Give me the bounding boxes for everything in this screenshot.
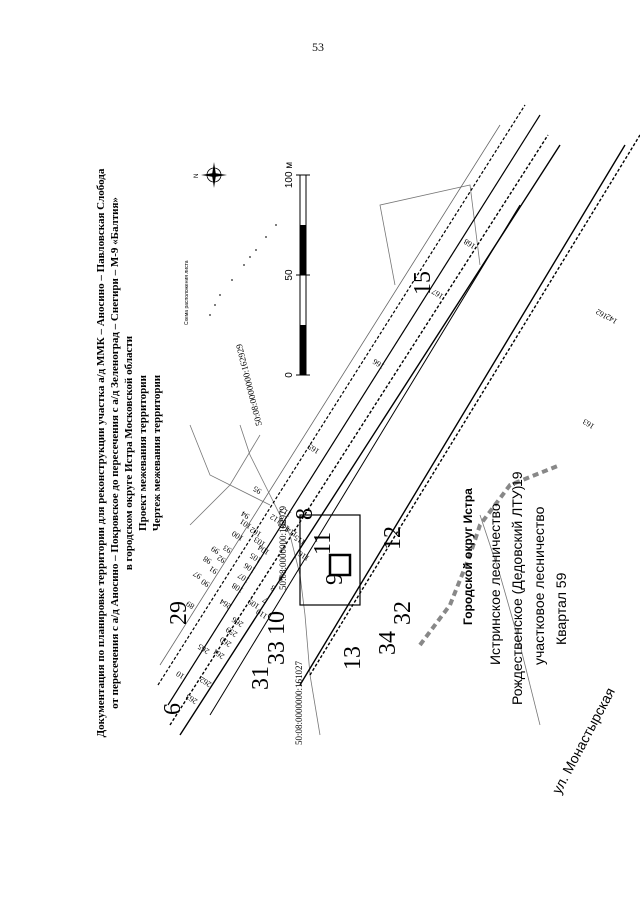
cadastral-q2: 50:08:0000000:161027 [294,660,304,745]
scale-label-100: 100 м [284,162,295,188]
point-label: 261 [211,647,226,661]
point-label: 100 [230,529,245,543]
scale-label-50: 50 [284,269,295,281]
point-label: 265 [196,642,211,656]
point-label: 8 [269,583,277,593]
big-label-11: 11 [310,532,336,555]
big-label-9: 9 [322,573,348,585]
forest-label-2: Рождественское (Дедовский ЛТУ) [509,486,525,705]
point-label: 97 [192,569,204,581]
point-label: 92 [216,553,228,565]
point-label: 9 [277,573,285,583]
big-label-29: 29 [166,601,192,625]
scale-label-0: 0 [284,372,295,378]
page-number: 53 [312,40,324,54]
compass-north: N [194,174,200,178]
point-label: 89 [185,599,197,611]
point-label: 264 [218,597,233,611]
street-label: ул. Монастырская [549,685,618,797]
cadastral-q3: 50:08:0000000:162929 [234,343,264,427]
point-label: 163 [581,417,596,431]
big-label-12: 12 [380,526,406,550]
point-label: 263 [184,692,199,706]
district-label: Городской округ Истра [461,488,475,625]
big-label-6: 6 [160,703,186,715]
scale-bar: 0 50 100 м [284,162,310,378]
big-label-15: 15 [410,271,436,295]
locator-caption: Схема расположения листа [184,260,190,325]
title-line-2: от пересечения с а/д Аносино – Покровско… [109,197,121,709]
compass-rose: N [194,162,227,188]
subtitle-1: Проект межевания территории [137,374,149,531]
subtitle-2: Чертеж межевания территории [151,374,163,531]
big-label-10: 10 [264,611,290,635]
point-label: 90 [200,577,212,589]
point-label: 166 [371,357,386,371]
point-label: 93 [222,543,234,555]
point-label: 99 [210,544,222,556]
big-label-33: 33 [264,641,290,665]
forest-label-2-num: 19 [509,471,525,487]
point-label: 95 [252,484,264,496]
street-path [418,463,561,647]
title-line-1: Документация по планировке территории дл… [95,168,107,737]
map-area [157,104,640,736]
forest-label-1: Истринское лесничество [487,503,503,665]
big-label-8: 8 [292,508,318,520]
point-label: 98 [202,554,214,566]
big-label-32: 32 [390,601,416,625]
title-line-3: в городском округе Истра Московской обла… [123,335,135,570]
point-label: 10 [175,669,187,681]
locator-diagram: Схема расположения листа [184,224,277,325]
forest-label-3: участковое лесничество [531,506,547,665]
point-label: 91 [208,564,220,576]
big-label-31: 31 [248,666,274,690]
forest-label-4: Квартал 59 [553,572,569,645]
point-label: 7 [261,595,269,605]
point-label: 94 [240,509,252,521]
cadastral-q1: 50:08:0000000:162979 [278,505,288,590]
big-label-13: 13 [340,646,366,670]
point-label: 165 [306,442,321,456]
big-label-34: 34 [375,631,401,655]
